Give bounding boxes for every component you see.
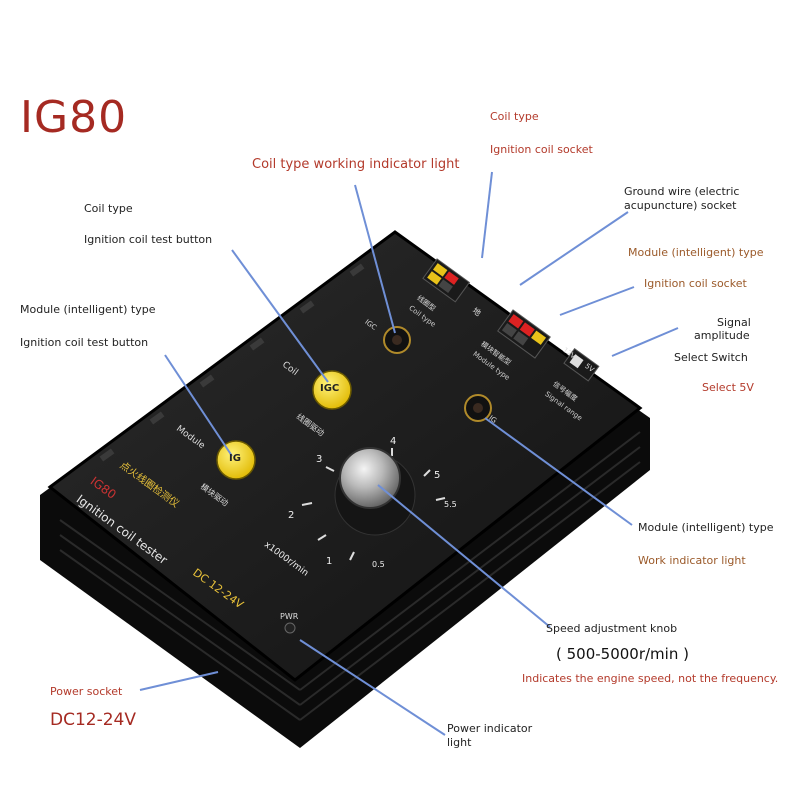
label-work-indicator: Work indicator light bbox=[638, 554, 746, 567]
label-power-indicator-2: light bbox=[447, 736, 472, 749]
label-coil-type-top: Coil type bbox=[490, 110, 539, 123]
label-speed-knob: Speed adjustment knob bbox=[546, 622, 678, 635]
label-select-5v: Select 5V bbox=[702, 381, 754, 394]
label-ignition-coil-socket-right: Ignition coil socket bbox=[644, 277, 747, 290]
signal-switch bbox=[563, 347, 600, 382]
label-module-type-right: Module (intelligent) type bbox=[628, 246, 764, 259]
top-ribs bbox=[99, 263, 365, 462]
igc-button-text: IGC bbox=[320, 383, 340, 394]
label-signal-1: Signal bbox=[717, 316, 751, 329]
label-speed-note: Indicates the engine speed, not the freq… bbox=[522, 672, 779, 685]
label-power-indicator-1: Power indicator bbox=[447, 722, 533, 735]
label-coil-type-left: Coil type bbox=[84, 202, 133, 215]
coil-type-socket bbox=[422, 258, 471, 303]
label-ignition-coil-socket-top: Ignition coil socket bbox=[490, 143, 593, 156]
speed-adjustment-knob bbox=[339, 447, 401, 509]
label-speed-range: ( 500-5000r/min ) bbox=[556, 645, 689, 663]
label-ground-wire-2: acupuncture) socket bbox=[624, 199, 737, 212]
label-module-work-type: Module (intelligent) type bbox=[638, 521, 774, 534]
leader-lines bbox=[139, 171, 679, 736]
power-indicator-led bbox=[284, 622, 296, 634]
igc-button bbox=[312, 370, 352, 410]
label-module-type-left: Module (intelligent) type bbox=[20, 303, 156, 316]
scale-1: 1 bbox=[326, 556, 333, 567]
label-module-test-button: Ignition coil test button bbox=[20, 336, 149, 349]
scale-5: 5 bbox=[434, 470, 441, 481]
label-coil-test-button: Ignition coil test button bbox=[84, 233, 213, 246]
product-title: IG80 bbox=[20, 92, 128, 143]
module-type-socket bbox=[497, 309, 551, 359]
scale-3: 3 bbox=[316, 454, 323, 465]
scale-4: 4 bbox=[390, 436, 397, 447]
scale-0-5: 0.5 bbox=[372, 560, 385, 569]
label-coil-indicator: Coil type working indicator light bbox=[252, 157, 460, 172]
ig-button-text: IG bbox=[229, 453, 241, 464]
label-power-socket: Power socket bbox=[50, 685, 123, 698]
label-select-switch: Select Switch bbox=[674, 351, 748, 364]
knob-scale-ticks bbox=[301, 448, 446, 561]
label-signal-2: amplitude bbox=[694, 329, 750, 342]
ig-button bbox=[216, 440, 256, 480]
scale-5-5: 5.5 bbox=[444, 500, 457, 509]
pwr-label: PWR bbox=[280, 612, 299, 621]
label-power-voltage: DC12-24V bbox=[50, 710, 136, 730]
label-ground-wire-1: Ground wire (electric bbox=[624, 185, 740, 198]
scale-2: 2 bbox=[288, 510, 295, 521]
